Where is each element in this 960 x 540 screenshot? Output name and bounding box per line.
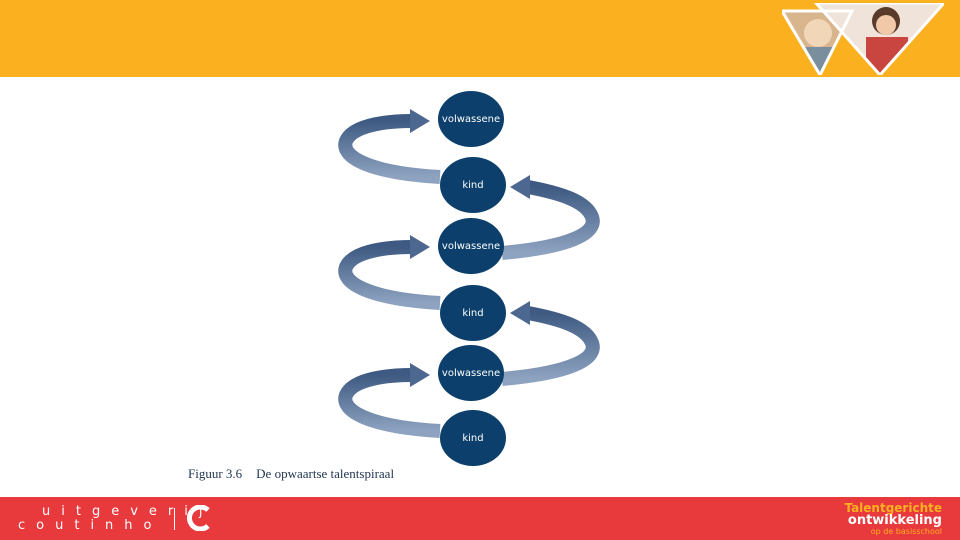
diagram-node-6: kind [440,410,506,466]
node-label: volwassene [442,241,500,252]
series-title-line3: op de basisschool [871,527,942,536]
node-label: kind [462,180,483,191]
publisher-name-line2: coutinho [18,518,162,533]
classroom-photo-icon [782,3,944,75]
figure-number: Figuur 3.6 [188,466,242,481]
diagram-node-4: kind [440,285,506,341]
diagram-node-3: volwassene [438,218,504,274]
node-label: volwassene [442,114,500,125]
node-label: kind [462,308,483,319]
series-title-line2: ontwikkeling [848,513,942,528]
diagram-node-1: volwassene [438,91,504,147]
node-label: volwassene [442,368,500,379]
diagram-node-5: volwassene [438,345,504,401]
coutinho-c-logo-icon [186,505,212,531]
diagram-node-2: kind [440,157,506,213]
talent-spiral-diagram: volwassene kind volwassene kind volwasse… [330,85,620,475]
figure-caption: Figuur 3.6 De opwaartse talentspiraal [188,466,394,482]
footer-divider [174,508,175,530]
figure-title: De opwaartse talentspiraal [256,466,394,481]
node-label: kind [462,433,483,444]
